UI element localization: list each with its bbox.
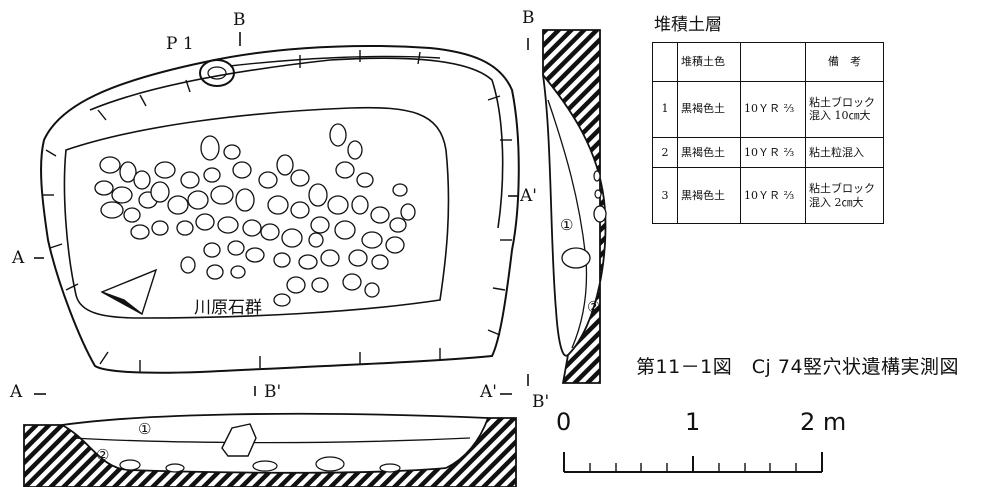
figure-caption: 第11－1図 Cj 74竪穴状遺構実測図 xyxy=(636,356,960,378)
section-b-hatch xyxy=(542,29,607,384)
strata-cell: 1 xyxy=(652,81,678,138)
scale-label-1: 1 xyxy=(685,408,701,436)
strata-cell: 10ＹＲ ⅔ xyxy=(740,81,806,138)
section-a xyxy=(23,386,517,487)
strata-header-cell xyxy=(652,42,678,82)
river-stone-cluster xyxy=(94,123,416,307)
pit-plan xyxy=(34,32,520,374)
pit-floor xyxy=(63,106,450,319)
scale-bar xyxy=(563,452,823,473)
section-b-fill-line xyxy=(542,74,569,357)
strata-cell: 2 xyxy=(652,136,678,169)
scale-label-2m: 2 m xyxy=(800,408,847,436)
table-row: 1 黒褐色土 10ＹＲ ⅔ 粘土ブロック混入 10㎝大 xyxy=(652,81,884,138)
strata-cell: 10ＹＲ ⅔ xyxy=(740,136,806,169)
section-b-layer2: ② xyxy=(587,298,601,316)
strata-header-row: 堆積土色 備 考 xyxy=(652,42,884,82)
plan-a-label: A xyxy=(12,248,25,268)
strata-table: 堆積土色 備 考 1 黒褐色土 10ＹＲ ⅔ 粘土ブロック混入 10㎝大 2 黒… xyxy=(652,42,884,224)
strata-cell: 粘土粒混入 xyxy=(805,136,884,169)
section-b-label: B xyxy=(522,8,535,28)
strata-cell: 粘土ブロック混入 2㎝大 xyxy=(805,167,884,224)
section-a-layer2: ② xyxy=(96,446,110,464)
strata-cell: 粘土ブロック混入 10㎝大 xyxy=(805,81,884,138)
river-stone-label: 川原石群 xyxy=(194,298,262,318)
strata-header-cell: 堆積土色 xyxy=(677,42,741,82)
scale-label-0: 0 xyxy=(556,408,572,436)
section-a-prime-label: A' xyxy=(480,382,497,402)
section-b xyxy=(527,29,607,386)
table-row: 3 黒褐色土 10ＹＲ ⅔ 粘土ブロック混入 2㎝大 xyxy=(652,167,884,224)
strata-cell: 黒褐色土 xyxy=(677,167,741,224)
strata-header-cell xyxy=(740,42,806,82)
plan-a-prime-label: A' xyxy=(520,186,537,206)
section-a-hatch xyxy=(23,417,517,487)
plan-ticks xyxy=(42,50,512,372)
section-a-label: A xyxy=(10,382,23,402)
section-a-layer1: ① xyxy=(138,420,152,438)
strata-header-cell: 備 考 xyxy=(805,42,884,82)
section-b-prime-label: B' xyxy=(532,392,550,412)
section-a-b-prime-label: B' xyxy=(264,382,282,402)
section-b-layer1: ① xyxy=(560,216,574,234)
table-row: 2 黒褐色土 10ＹＲ ⅔ 粘土粒混入 xyxy=(652,136,884,169)
pit-outer-edge xyxy=(40,44,520,374)
posthole-p1 xyxy=(199,59,235,87)
north-arrow-icon xyxy=(100,268,158,316)
strata-title: 堆積土層 xyxy=(654,15,722,35)
strata-cell: 3 xyxy=(652,167,678,224)
plan-b-label: B xyxy=(233,10,246,30)
strata-cell: 10ＹＲ ⅔ xyxy=(740,167,806,224)
posthole-p1-label: P 1 xyxy=(166,34,194,54)
strata-cell: 黒褐色土 xyxy=(677,136,741,169)
strata-cell: 黒褐色土 xyxy=(677,81,741,138)
